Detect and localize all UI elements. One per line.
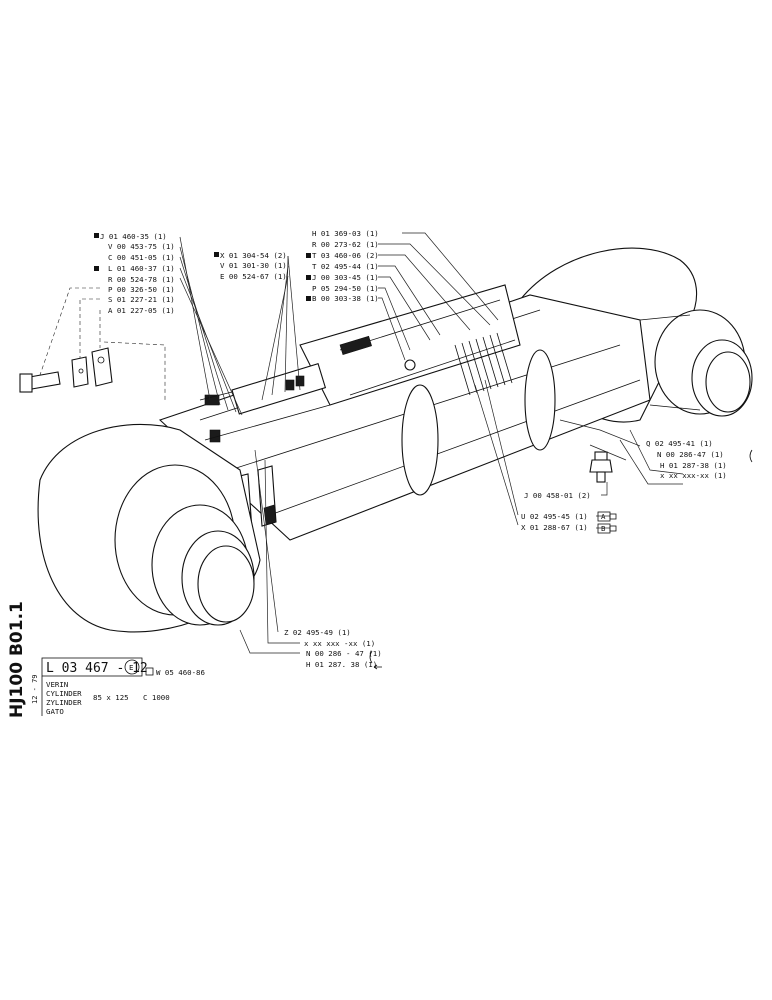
cylinder-stroke: C 1000: [143, 693, 170, 702]
bullet-marker: [94, 266, 99, 271]
front-eye: [37, 423, 261, 633]
title-es: GATO: [46, 707, 64, 716]
part-label: T 03 460-06 (2): [312, 251, 379, 260]
bullet-markers: [94, 233, 311, 301]
part-label: H 01 287-38 (1): [660, 461, 727, 470]
part-label: J 00 303-45 (1): [312, 273, 379, 282]
bullet-marker: [306, 253, 311, 258]
part-label: J 01 460-35 (1): [100, 232, 167, 241]
part-label: C 00 451-05 (1): [108, 253, 175, 262]
part-label: R 00 273-62 (1): [312, 240, 379, 249]
bullet-marker: [306, 275, 311, 280]
bullet-marker: [214, 252, 219, 257]
reference-number: W 05 460-86: [156, 668, 205, 677]
part-label: H 01 369-03 (1): [312, 229, 379, 238]
part-label: Q 02 495-41 (1): [646, 439, 713, 448]
title-block: HJ100 B01.1 12 - 79 L 03 467 - 12 E W 05…: [7, 601, 205, 718]
part-label: A 01 227-05 (1): [108, 306, 175, 315]
part-label: x xx xxx-xx (1): [660, 471, 727, 480]
part-label: E 00 524-67 (1): [220, 272, 287, 281]
part-label: S 01 227-21 (1): [108, 295, 175, 304]
part-labels: J 01 460-35 (1) V 00 453-75 (1) C 00 451…: [100, 229, 727, 669]
leader-lines: [39, 232, 684, 654]
connector-a-label: A: [601, 512, 606, 521]
part-label: V 00 453-75 (1): [108, 242, 175, 251]
bullet-marker: [94, 233, 99, 238]
grease-nipple: [589, 451, 613, 483]
cylinder-size: 85 x 125: [93, 693, 129, 702]
part-label: T 02 495-44 (1): [312, 262, 379, 271]
part-label: X 01 288-67 (1): [521, 523, 588, 532]
part-label: B 00 303-38 (1): [312, 294, 379, 303]
edition-mark: E: [129, 663, 133, 672]
drawing-number: L 03 467 - 12: [46, 661, 148, 676]
part-label: U 02 495-45 (1): [521, 512, 588, 521]
part-label: N 00 286 - 47 (1): [306, 649, 382, 658]
part-label: P 05 294-50 (1): [312, 284, 379, 293]
part-label: H 01 287. 38 (1): [306, 660, 377, 669]
part-label: R 00 524-78 (1): [108, 275, 175, 284]
title-en: CYLINDER: [46, 689, 82, 698]
part-label: X 01 304-54 (2): [220, 251, 287, 260]
part-label: V 01 301-30 (1): [220, 261, 287, 270]
sheet-date: 12 - 79: [31, 674, 39, 704]
part-label: J 00 458-01 (2): [524, 491, 591, 500]
loose-parts: [19, 347, 113, 393]
part-label: L 01 460-37 (1): [108, 264, 175, 273]
connector-boxes: A B: [597, 511, 617, 534]
braces: [369, 449, 753, 670]
part-label: x xx xxx -xx (1): [304, 639, 375, 648]
cylinder-drawing: [19, 247, 753, 633]
thread: [454, 332, 513, 396]
title-de: ZYLINDER: [46, 698, 82, 707]
part-label: Z 02 495-49 (1): [284, 628, 351, 637]
title-fr: VERIN: [46, 680, 68, 689]
part-label: P 00 326-50 (1): [108, 285, 175, 294]
part-label: N 00 286-47 (1): [657, 450, 724, 459]
sheet-id: HJ100 B01.1: [7, 601, 27, 718]
bullet-marker: [306, 296, 311, 301]
barrel: [158, 284, 651, 541]
connector-b-label: B: [601, 524, 606, 533]
